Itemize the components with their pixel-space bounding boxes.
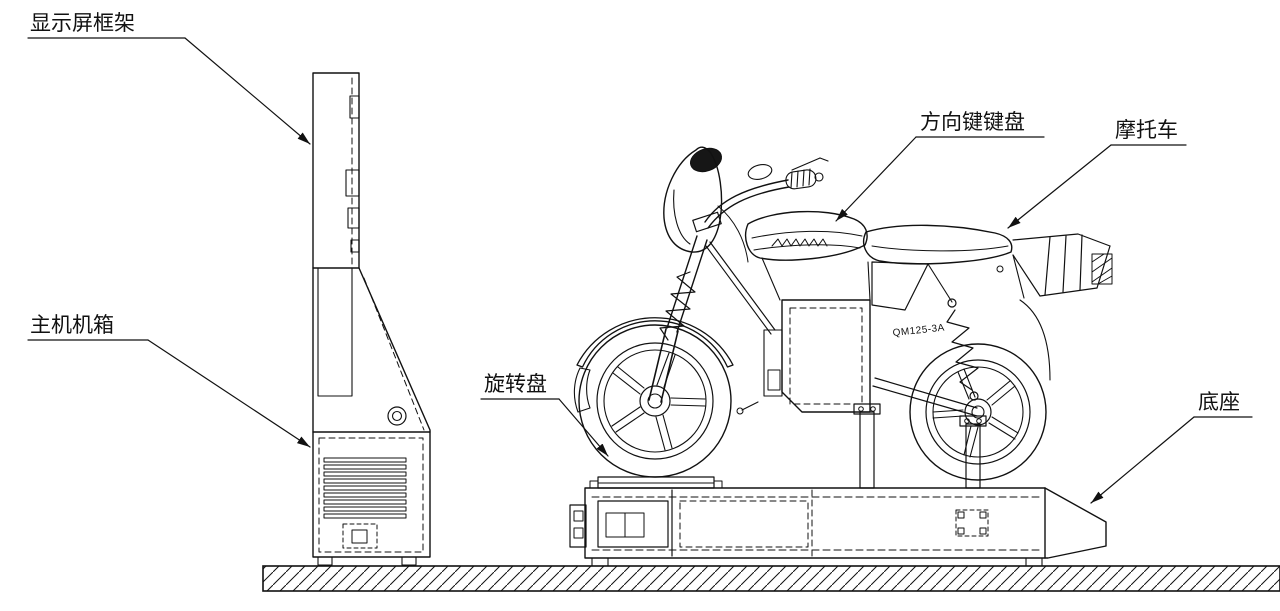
side-cover — [871, 254, 1051, 381]
front-fender — [573, 317, 734, 413]
callout-motorcycle: 摩托车 — [1007, 119, 1187, 229]
callout-direction-keypad: 方向键键盘 — [835, 111, 1045, 222]
mount-plate — [955, 509, 989, 537]
main-cabinet-box — [312, 431, 431, 566]
leader-base — [1090, 416, 1195, 504]
leader-rotary-disc — [558, 398, 609, 457]
callout-rotary-disc: 旋转盘 — [480, 373, 609, 457]
front-support-post — [853, 403, 881, 489]
callouts: 显示屏框架 主机机箱 方向键键盘 摩托车 旋转盘 — [27, 12, 1253, 504]
leader-motorcycle — [1007, 144, 1112, 229]
vent-grille — [323, 457, 407, 519]
callout-display-frame: 显示屏框架 — [27, 12, 311, 145]
label-main-cabinet: 主机机箱 — [30, 314, 114, 337]
front-wheel — [578, 324, 732, 478]
tail-light — [1091, 253, 1113, 285]
base-unit — [569, 487, 1107, 567]
ground-hatch — [262, 565, 1280, 592]
rear-rack — [1012, 233, 1111, 297]
throttle-grip — [785, 168, 824, 190]
display-tower — [312, 72, 431, 566]
handlebar — [704, 157, 829, 263]
leader-direction-keypad — [835, 136, 917, 222]
label-direction-keypad: 方向键键盘 — [920, 111, 1025, 134]
fuel-tank — [744, 210, 868, 261]
engine-box — [736, 257, 871, 415]
instrument-pod — [690, 147, 722, 173]
model-text: QM125-3A — [892, 323, 945, 339]
rotary-disc — [589, 476, 723, 489]
leader-display-frame — [184, 37, 311, 145]
front-fork — [648, 211, 722, 403]
seat — [862, 224, 1013, 273]
callout-main-cabinet: 主机机箱 — [27, 314, 311, 448]
fork-spring — [659, 271, 696, 341]
label-display-frame: 显示屏框架 — [30, 12, 135, 35]
swingarm — [872, 377, 978, 417]
rear-wheel — [909, 343, 1047, 481]
label-base: 底座 — [1198, 391, 1240, 414]
headlamp-cowl — [663, 146, 723, 253]
rear-support-post — [959, 415, 987, 489]
leader-main-cabinet — [147, 339, 311, 448]
label-motorcycle: 摩托车 — [1115, 119, 1178, 142]
motorcycle-drawing: QM125-3A — [573, 146, 1113, 481]
tank-emblem — [771, 238, 828, 247]
callout-base: 底座 — [1090, 391, 1253, 504]
label-rotary-disc: 旋转盘 — [484, 373, 547, 396]
power-knob — [387, 406, 407, 426]
